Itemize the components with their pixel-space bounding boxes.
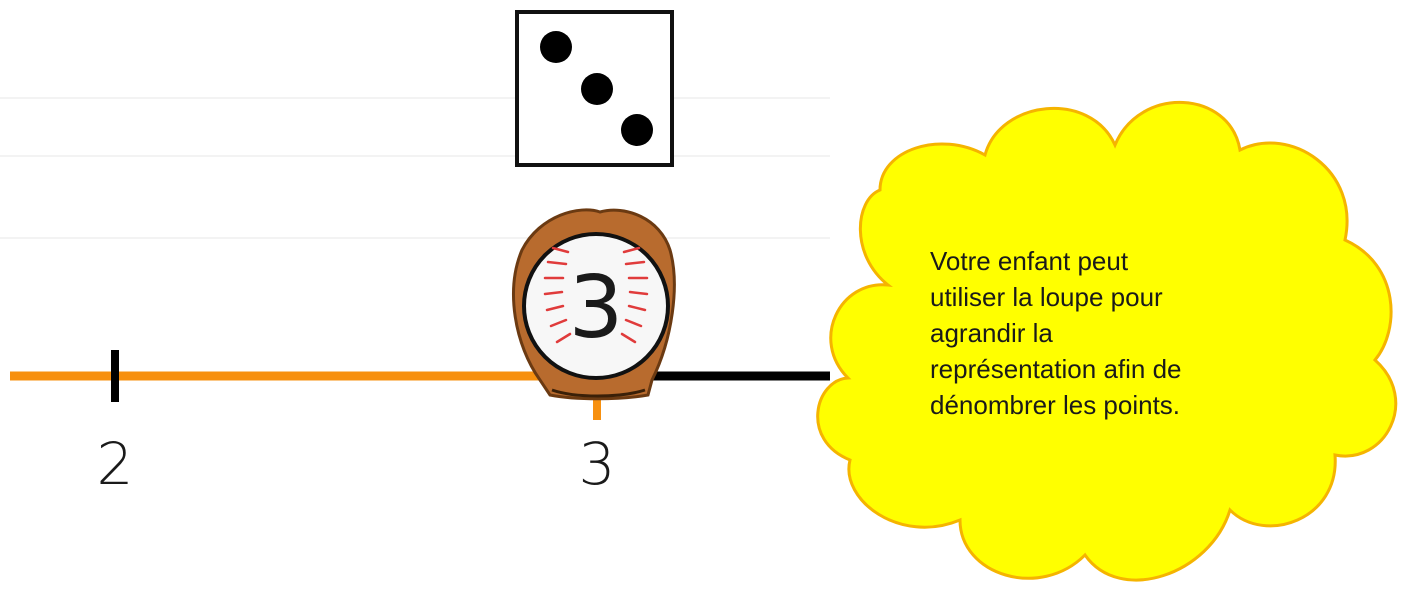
baseball-in-glove: 3 xyxy=(512,208,676,401)
tick-label-3: 3 xyxy=(579,430,616,498)
callout-cloud xyxy=(816,100,1398,582)
callout-line: utiliser la loupe pour xyxy=(930,282,1163,312)
die-pip xyxy=(581,73,613,105)
baseball xyxy=(522,232,670,380)
die-pip xyxy=(540,31,572,63)
ball-number: 3 xyxy=(569,258,624,358)
callout-line: dénombrer les points. xyxy=(930,390,1181,420)
tick-label-2: 2 xyxy=(97,430,134,498)
callout-line: représentation afin de xyxy=(930,354,1182,384)
number-line: 2 3 xyxy=(10,350,830,498)
callout-text: Votre enfant peut utiliser la loupe pour… xyxy=(930,243,1270,423)
callout-line: agrandir la xyxy=(930,318,1053,348)
ball-stitches xyxy=(543,246,649,344)
die-face xyxy=(515,10,674,167)
die-pip xyxy=(621,114,653,146)
background-lines xyxy=(0,97,830,239)
callout-line: Votre enfant peut xyxy=(930,246,1129,276)
